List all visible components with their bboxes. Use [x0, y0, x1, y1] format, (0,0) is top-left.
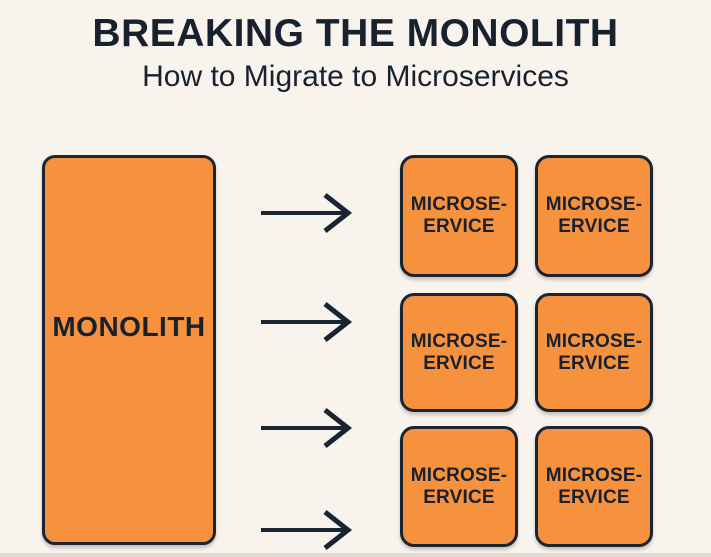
page-subtitle: How to Migrate to Microservices [142, 60, 569, 93]
monolith-label: MONOLITH [52, 311, 206, 342]
microservice-label: MICROSE- ERVICE [410, 464, 508, 508]
microservice-label: MICROSE- ERVICE [410, 330, 508, 374]
microservice-label: MICROSE- ERVICE [545, 194, 643, 237]
microservice-box: MICROSE- ERVICE [535, 155, 653, 277]
microservice-box: MICROSE- ERVICE [535, 293, 653, 412]
microservice-box: MICROSE- ERVICE [400, 155, 518, 277]
monolith-box: MONOLITH [42, 155, 216, 545]
microservice-box: MICROSE- ERVICE [535, 426, 653, 547]
microservice-label: MICROSE- ERVICE [545, 464, 643, 508]
right-arrow-icon [261, 510, 353, 550]
right-arrow-icon [261, 302, 353, 342]
bottom-edge-strip [0, 553, 711, 557]
right-arrow-icon [261, 408, 353, 448]
microservice-label: MICROSE- ERVICE [545, 330, 643, 374]
page-title: BREAKING THE MONOLITH [92, 12, 619, 55]
microservice-box: MICROSE- ERVICE [400, 426, 518, 547]
microservice-box: MICROSE- ERVICE [400, 293, 518, 412]
right-arrow-icon [261, 193, 353, 233]
microservice-label: MICROSE- ERVICE [410, 194, 508, 237]
